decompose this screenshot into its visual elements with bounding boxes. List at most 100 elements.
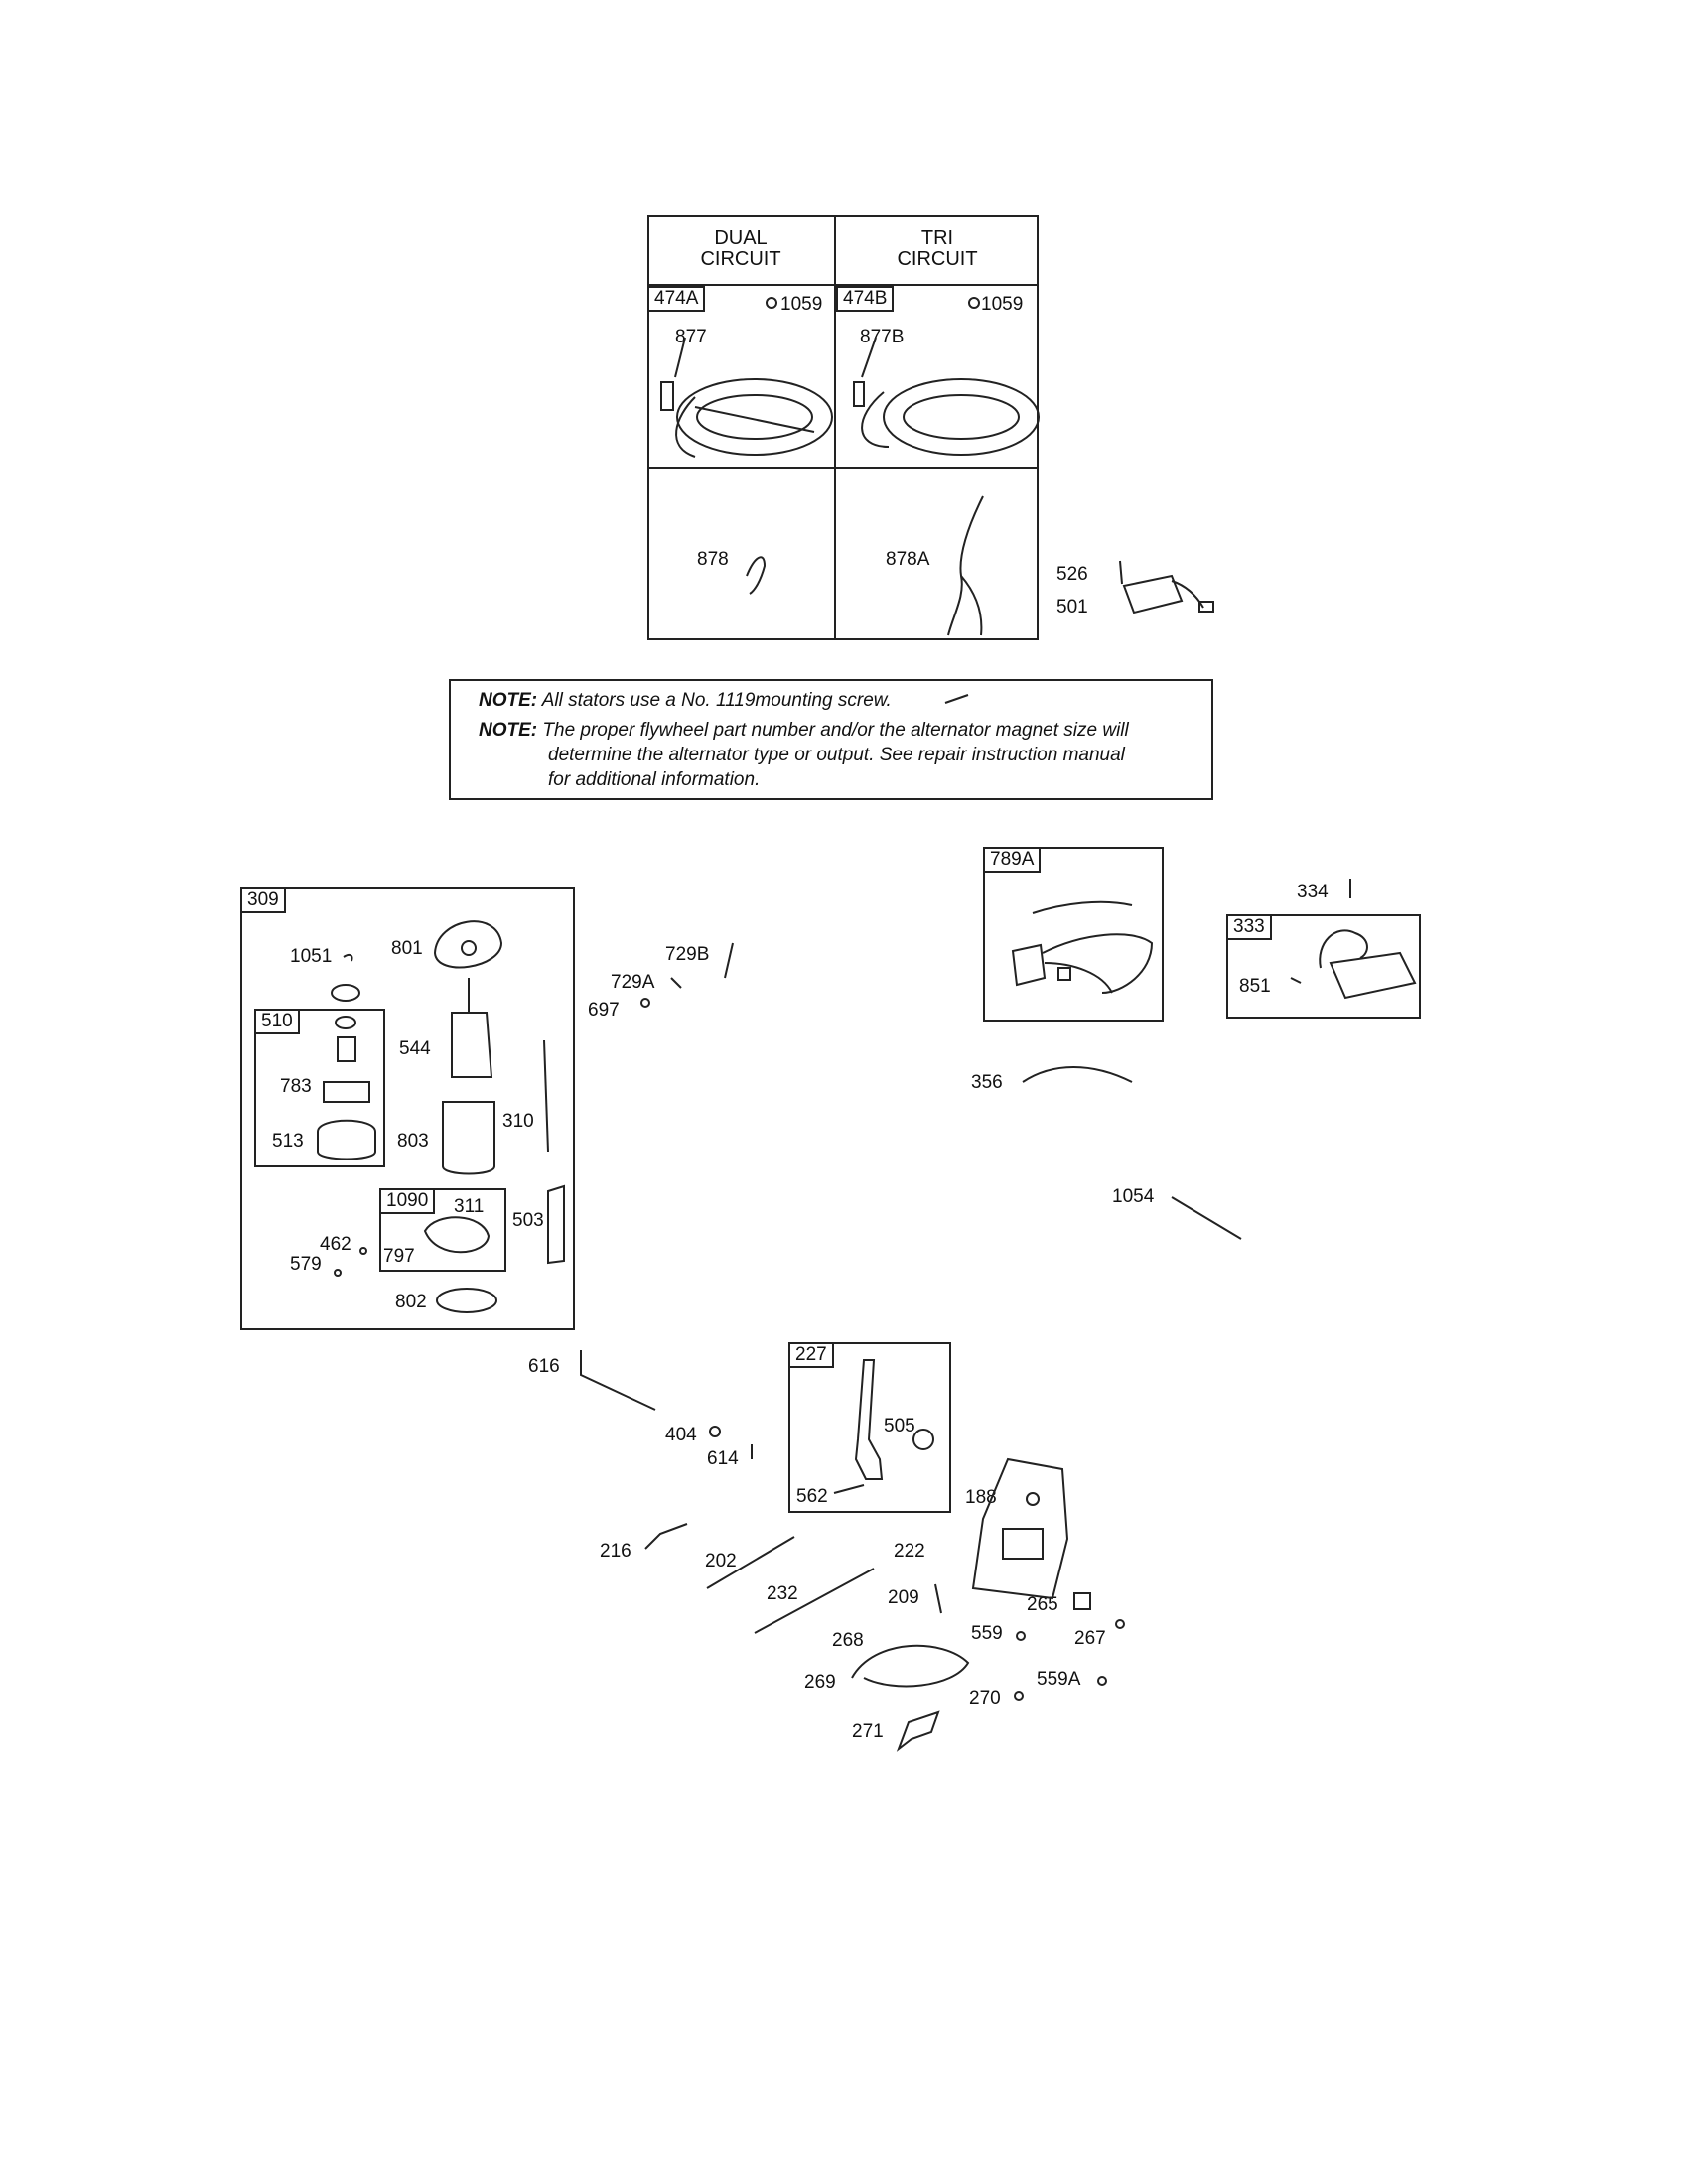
stator-474b-drawing — [853, 337, 1040, 456]
part-1051: 1051 — [290, 946, 333, 967]
part-513: 513 — [272, 1131, 304, 1152]
part-267: 267 — [1074, 1628, 1106, 1649]
part-783: 783 — [280, 1076, 312, 1097]
part-729b: 729B — [665, 944, 710, 965]
part-209: 209 — [888, 1587, 919, 1608]
part-505: 505 — [884, 1416, 915, 1436]
part-729b-drawing — [724, 942, 734, 979]
tag-510: 510 — [254, 1009, 300, 1034]
screw-icon-1059-b — [968, 297, 980, 309]
part-271-drawing — [896, 1710, 940, 1752]
ignition-box — [1226, 914, 1421, 1019]
part-1054: 1054 — [1112, 1186, 1155, 1207]
part-797: 797 — [383, 1246, 415, 1267]
tag-227: 227 — [788, 1342, 834, 1368]
tie-1054-drawing — [1171, 1196, 1242, 1240]
header-tri-circuit: TRI CIRCUIT — [897, 227, 978, 270]
note-label-2: NOTE: — [479, 720, 538, 741]
part-188: 188 — [965, 1487, 997, 1508]
part-232-drawing — [754, 1568, 875, 1634]
note-line-2: NOTE: The proper flywheel part number an… — [479, 718, 1129, 743]
note-box — [449, 679, 1213, 800]
cable-268-drawing — [851, 1644, 970, 1688]
part-271: 271 — [852, 1721, 884, 1742]
tag-1090: 1090 — [379, 1188, 436, 1214]
part-265: 265 — [1027, 1594, 1058, 1615]
note-line-3: determine the alternator type or output.… — [548, 745, 1125, 765]
part-562: 562 — [796, 1486, 828, 1507]
stator-table-col-divider — [834, 215, 836, 640]
part-729a: 729A — [611, 972, 655, 993]
part-265-drawing — [1073, 1592, 1091, 1610]
part-311: 311 — [454, 1196, 485, 1217]
bracket-222-drawing — [971, 1457, 1069, 1600]
tag-333: 333 — [1226, 914, 1272, 940]
screw-icon-1059-a — [766, 297, 777, 309]
part-802: 802 — [395, 1292, 427, 1312]
part-222: 222 — [894, 1541, 925, 1562]
tag-789a: 789A — [983, 847, 1042, 873]
stator-table-row-divider-2 — [647, 467, 1039, 469]
tag-309: 309 — [240, 887, 286, 913]
part-1059-a: 1059 — [780, 294, 823, 315]
part-268: 268 — [832, 1630, 864, 1651]
harness-878a-drawing — [947, 495, 984, 636]
part-559-drawing — [1016, 1631, 1026, 1641]
header-dual-circuit: DUAL CIRCUIT — [700, 227, 781, 270]
part-614: 614 — [707, 1448, 739, 1469]
part-202: 202 — [705, 1551, 737, 1571]
throttle-227-drawing — [833, 1359, 934, 1494]
part-216-drawing — [644, 1523, 688, 1550]
note-text-2: The proper flywheel part number and/or t… — [542, 720, 1129, 741]
brush-box — [379, 1188, 506, 1272]
note-line-4: for additional information. — [548, 769, 761, 790]
ignition-333-drawing — [1290, 879, 1417, 1000]
part-559a: 559A — [1037, 1669, 1081, 1690]
part-616: 616 — [528, 1356, 560, 1377]
tag-474b: 474B — [836, 286, 895, 312]
part-851: 851 — [1239, 976, 1271, 997]
part-559a-drawing — [1097, 1676, 1107, 1686]
starter-drawing — [317, 920, 565, 1313]
part-579: 579 — [290, 1254, 322, 1275]
part-269: 269 — [804, 1672, 836, 1693]
note-line-1: NOTE: All stators use a No. 1119mounting… — [479, 688, 892, 713]
part-877b: 877B — [860, 327, 905, 347]
part-404: 404 — [665, 1425, 697, 1445]
part-801: 801 — [391, 938, 423, 959]
rod-616-drawing — [580, 1350, 656, 1411]
part-503: 503 — [512, 1210, 544, 1231]
part-334: 334 — [1297, 882, 1329, 902]
part-501: 501 — [1056, 597, 1088, 617]
spring-209-drawing — [934, 1583, 942, 1614]
part-310: 310 — [502, 1111, 534, 1132]
part-878: 878 — [697, 549, 729, 570]
part-462: 462 — [320, 1234, 351, 1255]
part-1059-b: 1059 — [981, 294, 1024, 315]
part-202-drawing — [706, 1536, 795, 1589]
harness-box — [983, 847, 1164, 1022]
part-216: 216 — [600, 1541, 632, 1562]
part-270: 270 — [969, 1688, 1001, 1708]
stator-table — [647, 215, 1039, 640]
starter-box — [240, 887, 575, 1330]
tag-474a: 474A — [647, 286, 706, 312]
part-878a: 878A — [886, 549, 930, 570]
throttle-box — [788, 1342, 951, 1513]
part-404-drawing — [709, 1426, 721, 1437]
note-label-1: NOTE: — [479, 690, 538, 711]
starter-sub-box — [254, 1009, 385, 1167]
part-697-drawing — [640, 998, 650, 1008]
part-697: 697 — [588, 1000, 620, 1021]
stator-474a-drawing — [660, 337, 833, 458]
part-559: 559 — [971, 1623, 1003, 1644]
mounting-screw-icon — [944, 694, 969, 704]
wire-356-drawing — [1022, 1066, 1133, 1083]
stator-table-row-divider-1 — [647, 284, 1039, 286]
regulator-501-drawing — [1119, 560, 1214, 614]
part-803: 803 — [397, 1131, 429, 1152]
part-356: 356 — [971, 1072, 1003, 1093]
part-526: 526 — [1056, 564, 1088, 585]
part-729a-drawing — [670, 977, 682, 989]
